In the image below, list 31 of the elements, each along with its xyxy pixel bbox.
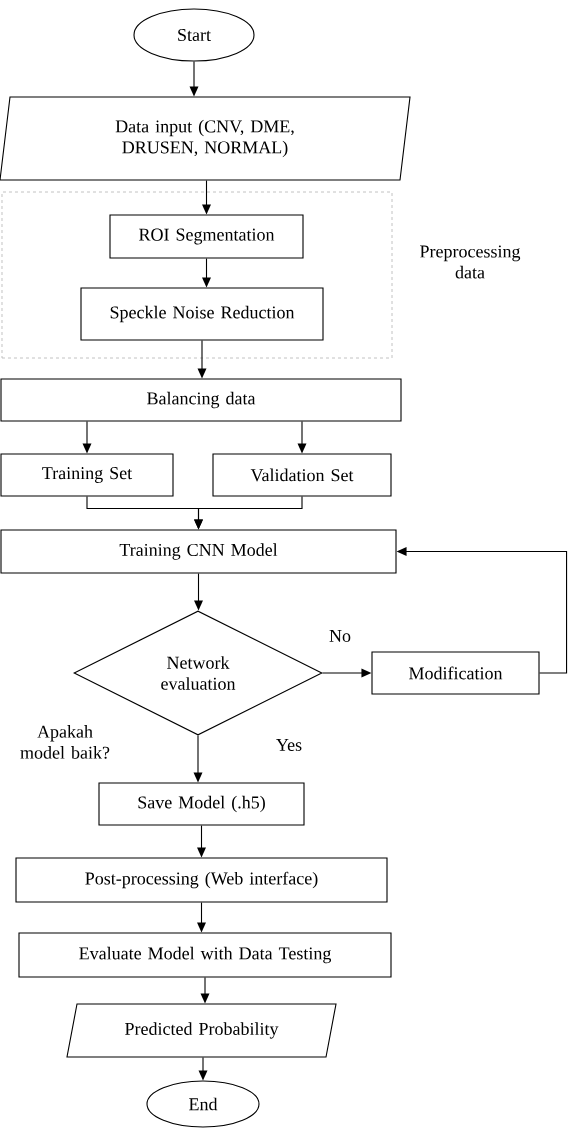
arrow — [297, 421, 307, 454]
arrow — [194, 573, 203, 611]
arrow — [197, 902, 206, 933]
arrow — [396, 547, 568, 674]
process-box: Save Model (.h5) — [98, 782, 305, 826]
arrow — [200, 977, 210, 1004]
process-box: Post-processing (Web interface) — [15, 857, 388, 903]
arrow — [197, 825, 206, 858]
edge-label: Yes — [274, 738, 304, 752]
process-box: Training CNN Model — [0, 529, 397, 574]
process-box: Balancing data — [0, 378, 402, 422]
process-box: Validation Set — [212, 453, 392, 497]
arrow — [194, 496, 303, 530]
process-box: Modification — [371, 651, 540, 695]
edge-label: No — [328, 629, 352, 643]
process-box: Training Set — [0, 453, 174, 497]
arrow — [322, 668, 372, 678]
arrow — [193, 735, 203, 783]
arrow — [189, 61, 199, 97]
arrow — [82, 421, 92, 454]
input-output-parallelogram: Data input (CNV, DME, DRUSEN, NORMAL) — [0, 96, 411, 181]
arrow — [202, 180, 211, 215]
process-box: Evaluate Model with Data Testing — [18, 932, 392, 978]
arrow — [202, 258, 211, 288]
question-text: Apakah model baik? — [20, 725, 110, 759]
process-box: Speckle Noise Reduction — [80, 287, 324, 341]
arrow — [197, 340, 207, 379]
group-label: Preprocessing data — [420, 245, 521, 279]
arrow — [198, 1057, 208, 1081]
input-output-parallelogram: Predicted Probability — [66, 1003, 337, 1058]
process-box: ROI Segmentation — [109, 214, 304, 259]
